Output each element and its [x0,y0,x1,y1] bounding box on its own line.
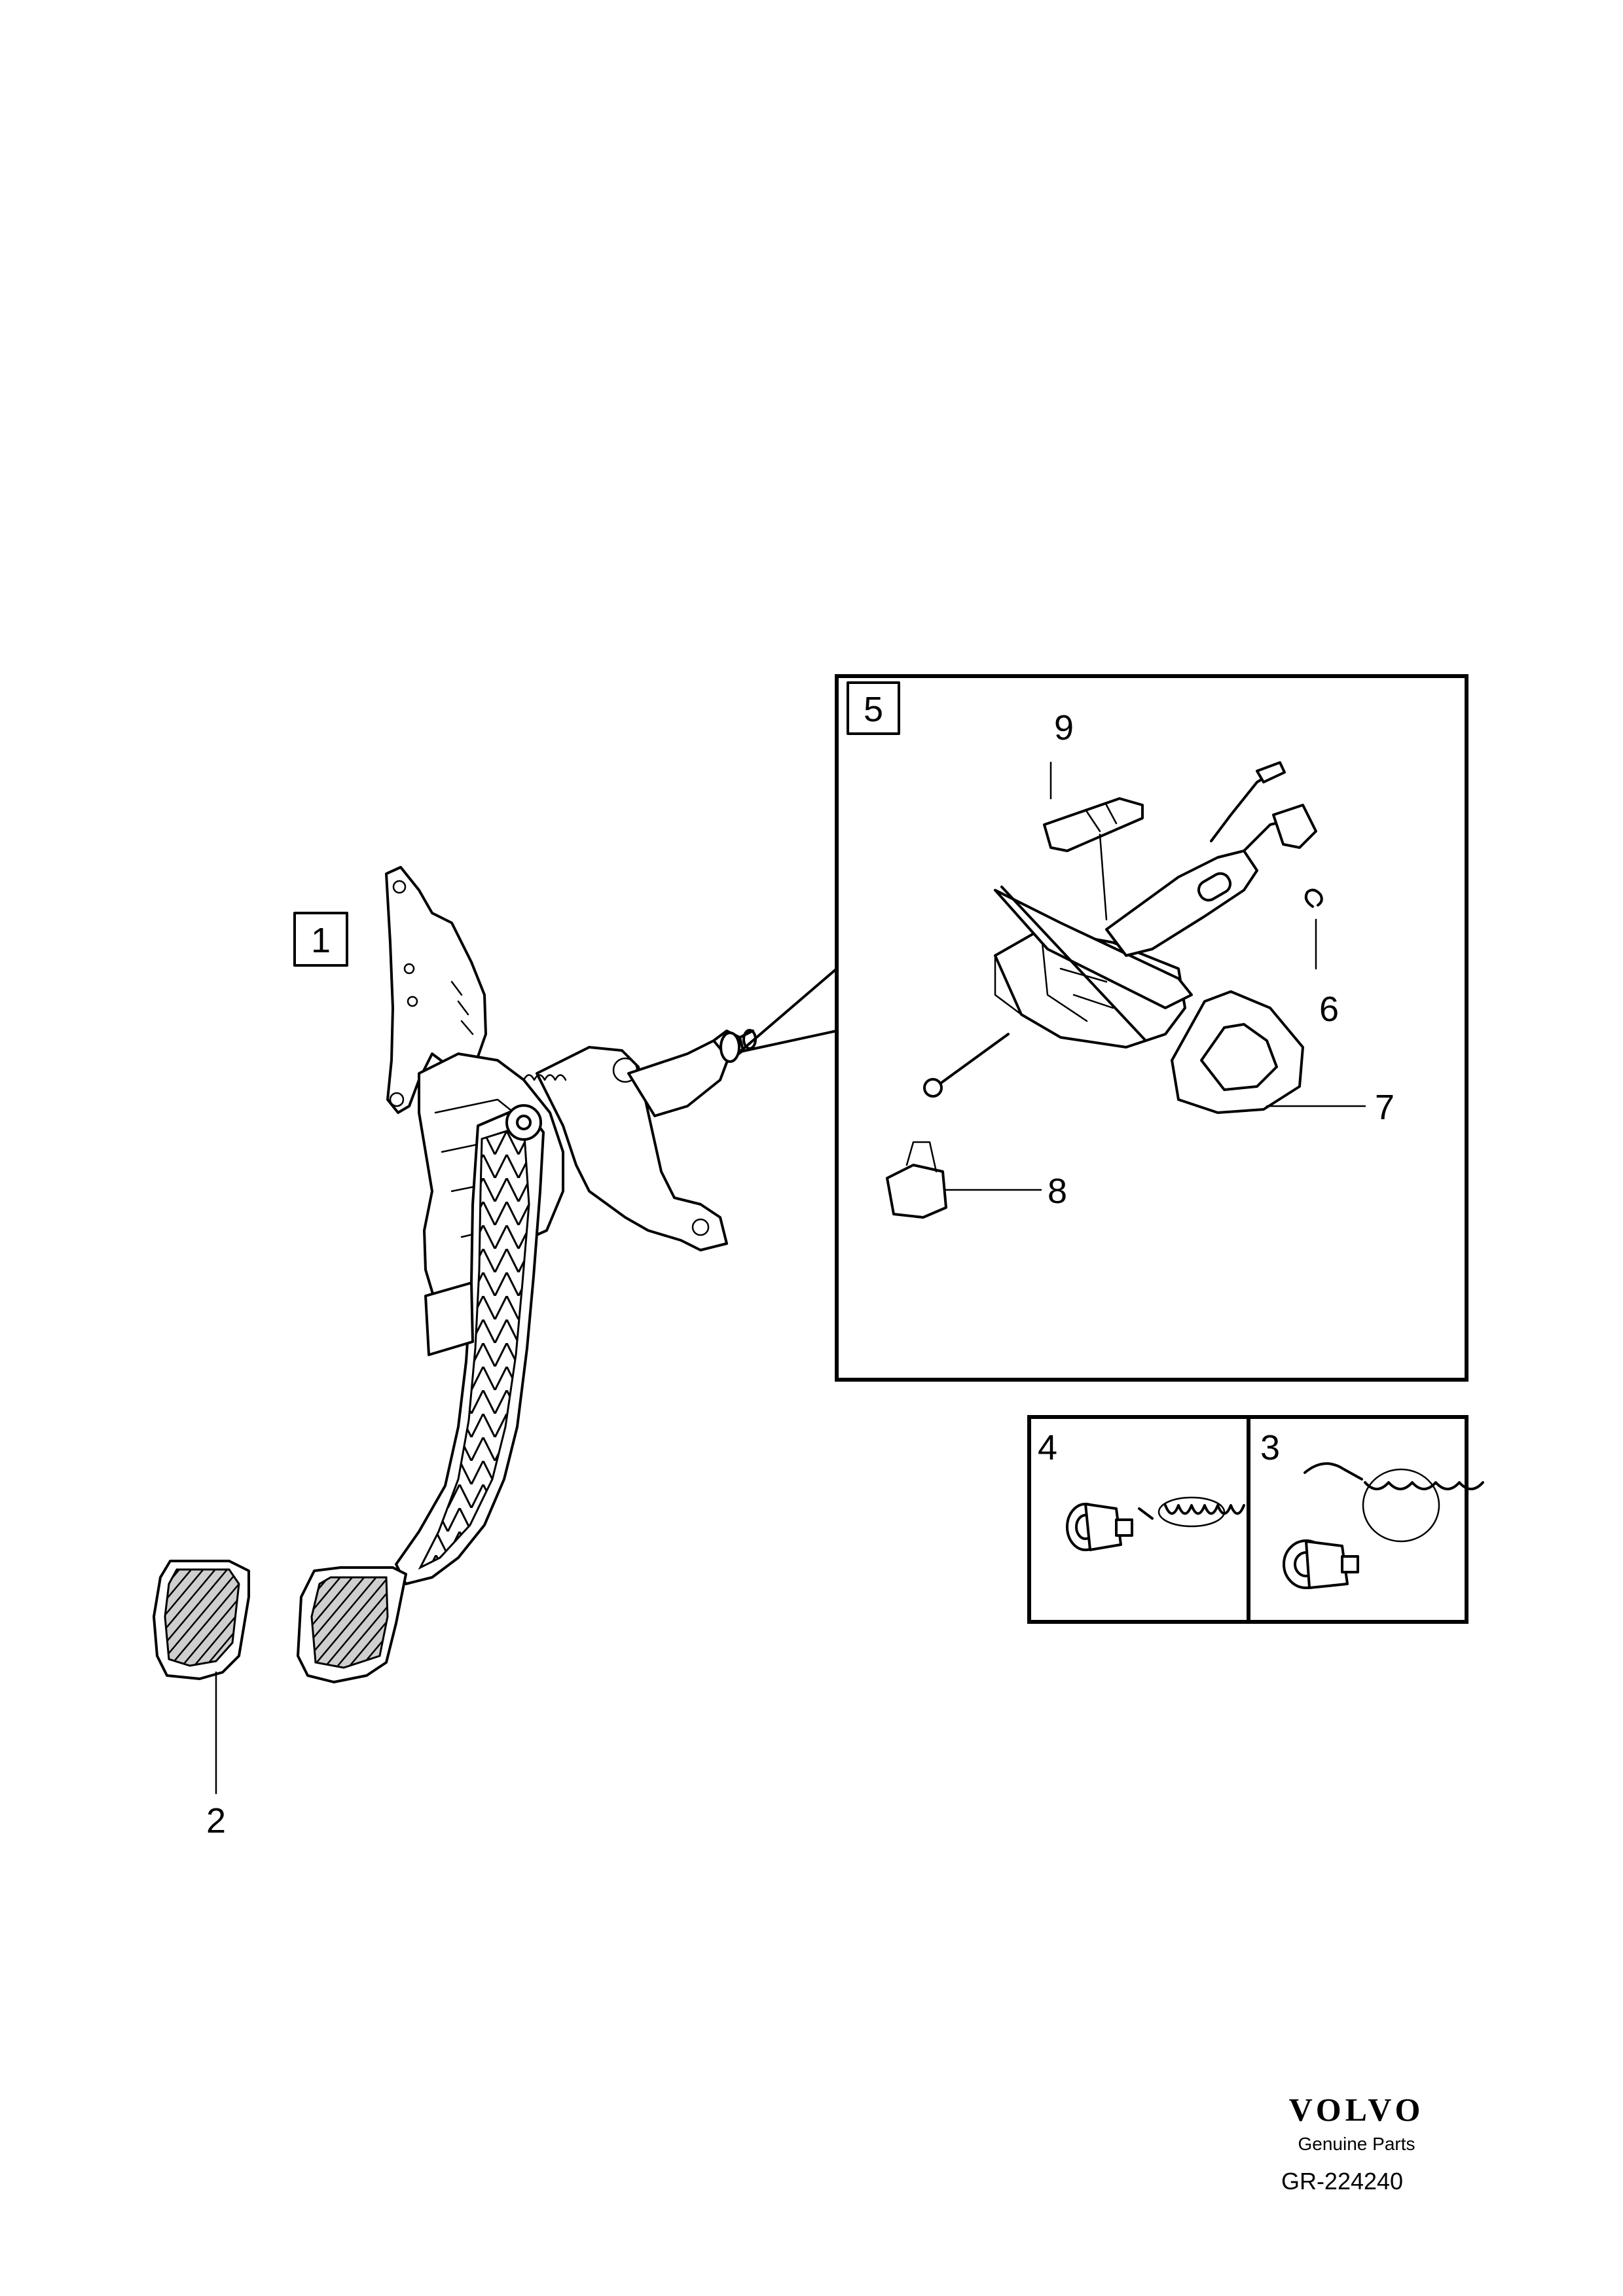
callout-4: 4 [1038,1428,1057,1467]
brand-logo: VOLVO [1289,2091,1425,2128]
detail-frame-4 [1027,1415,1250,1624]
detail-frame-3 [1247,1415,1468,1624]
callout-9: 9 [1054,708,1074,747]
pedal-box-assembly [297,866,838,1683]
callout-3: 3 [1260,1428,1280,1467]
callout-5: 5 [864,690,883,729]
clutch-master-cylinder-detail [886,761,1366,1219]
spring-kit-3 [1283,1462,1484,1589]
spring-kit-4 [1066,1496,1245,1551]
brand-tagline: Genuine Parts [1298,2134,1415,2154]
detail-frame-5 [835,674,1468,1382]
callout-2: 2 [206,1801,226,1840]
callout-8: 8 [1048,1172,1067,1211]
callout-1-box [293,912,348,967]
callout-1: 1 [311,921,331,960]
diagram-code: GR-224240 [1281,2168,1403,2195]
callout-5-box [847,681,900,735]
callout-6: 6 [1319,990,1339,1029]
callout-7: 7 [1375,1088,1395,1127]
pedal-pad [153,1560,250,1795]
